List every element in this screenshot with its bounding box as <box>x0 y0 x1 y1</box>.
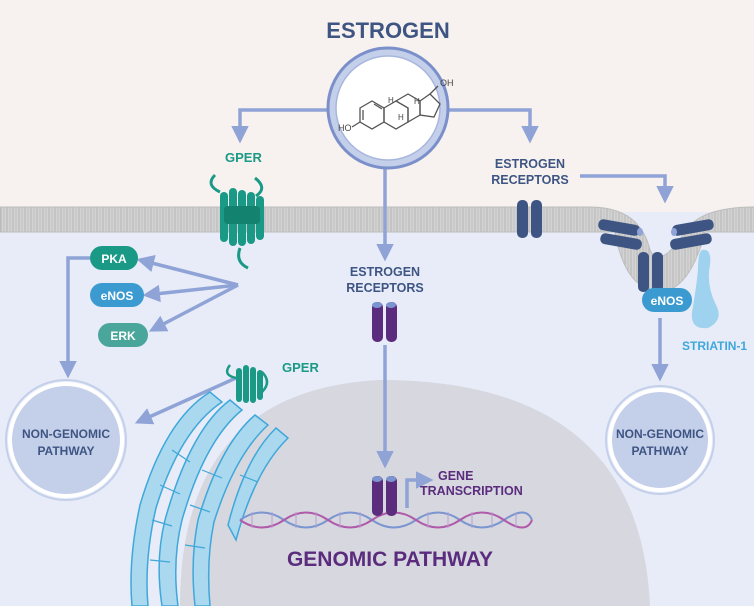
title-estrogen: ESTROGEN <box>326 18 449 43</box>
arrow-to-enos <box>142 283 239 303</box>
kinase-erk-label: ERK <box>110 329 136 343</box>
right-estrogen-receptor-membrane <box>517 200 542 238</box>
nucleus <box>180 380 650 606</box>
arrow-to-gper <box>231 108 330 144</box>
right-non-genomic-pathway: NON-GENOMIC PATHWAY <box>605 385 715 495</box>
endoplasmic-reticulum <box>130 391 290 606</box>
gper-membrane-label: GPER <box>225 150 262 165</box>
arrow-to-right-complex <box>580 174 674 204</box>
kinase-enos: eNOS <box>90 283 144 307</box>
arrow-to-erk <box>148 283 239 332</box>
center-receptors-line2: RECEPTORS <box>346 281 424 295</box>
estrogen-molecule: OH HO H H H <box>326 46 454 170</box>
gene-transcription-line1: GENE <box>438 469 473 483</box>
gper-membrane-receptor <box>209 173 264 270</box>
right-receptors-line1: ESTROGEN <box>495 157 565 171</box>
molecule-h2: H <box>398 113 404 122</box>
gper-er-label: GPER <box>282 360 319 375</box>
arrow-to-pka <box>136 254 239 287</box>
kinase-erk: ERK <box>98 323 148 347</box>
center-estrogen-receptor <box>372 302 397 342</box>
striatin-shape <box>691 249 719 329</box>
gene-transcription-line2: TRANSCRIPTION <box>420 484 523 498</box>
kinase-enos-label: eNOS <box>101 289 134 303</box>
kinase-pka-label: PKA <box>101 252 127 266</box>
genomic-pathway-label: GENOMIC PATHWAY <box>287 548 493 571</box>
arrow-left-bracket <box>59 256 90 379</box>
caveola-receptor-complex <box>598 219 714 292</box>
nuclear-estrogen-receptor <box>372 476 397 516</box>
right-pathway-line1: NON-GENOMIC <box>616 427 704 441</box>
molecule-h1: H <box>414 97 420 106</box>
gper-er-receptor <box>225 364 269 403</box>
striatin-label: STRIATIN-1 <box>682 339 747 353</box>
right-enos: eNOS <box>642 288 692 312</box>
molecule-oh: OH <box>440 78 454 88</box>
molecule-ho: HO <box>338 123 352 133</box>
arrow-to-right-receptors <box>440 108 539 144</box>
arrow-er-gper-to-pathway <box>134 376 237 425</box>
arrows <box>59 108 674 508</box>
right-enos-label: eNOS <box>651 294 684 308</box>
right-pathway-line2: PATHWAY <box>631 444 688 458</box>
center-receptors-line1: ESTROGEN <box>350 265 420 279</box>
left-pathway-line2: PATHWAY <box>37 444 94 458</box>
arrow-gene-transcription <box>405 471 434 508</box>
right-receptors-line2: RECEPTORS <box>491 173 569 187</box>
kinase-pka: PKA <box>90 246 138 270</box>
left-pathway-line1: NON-GENOMIC <box>22 427 110 441</box>
left-non-genomic-pathway: NON-GENOMIC PATHWAY <box>5 379 127 501</box>
molecule-h3: H <box>388 96 394 105</box>
